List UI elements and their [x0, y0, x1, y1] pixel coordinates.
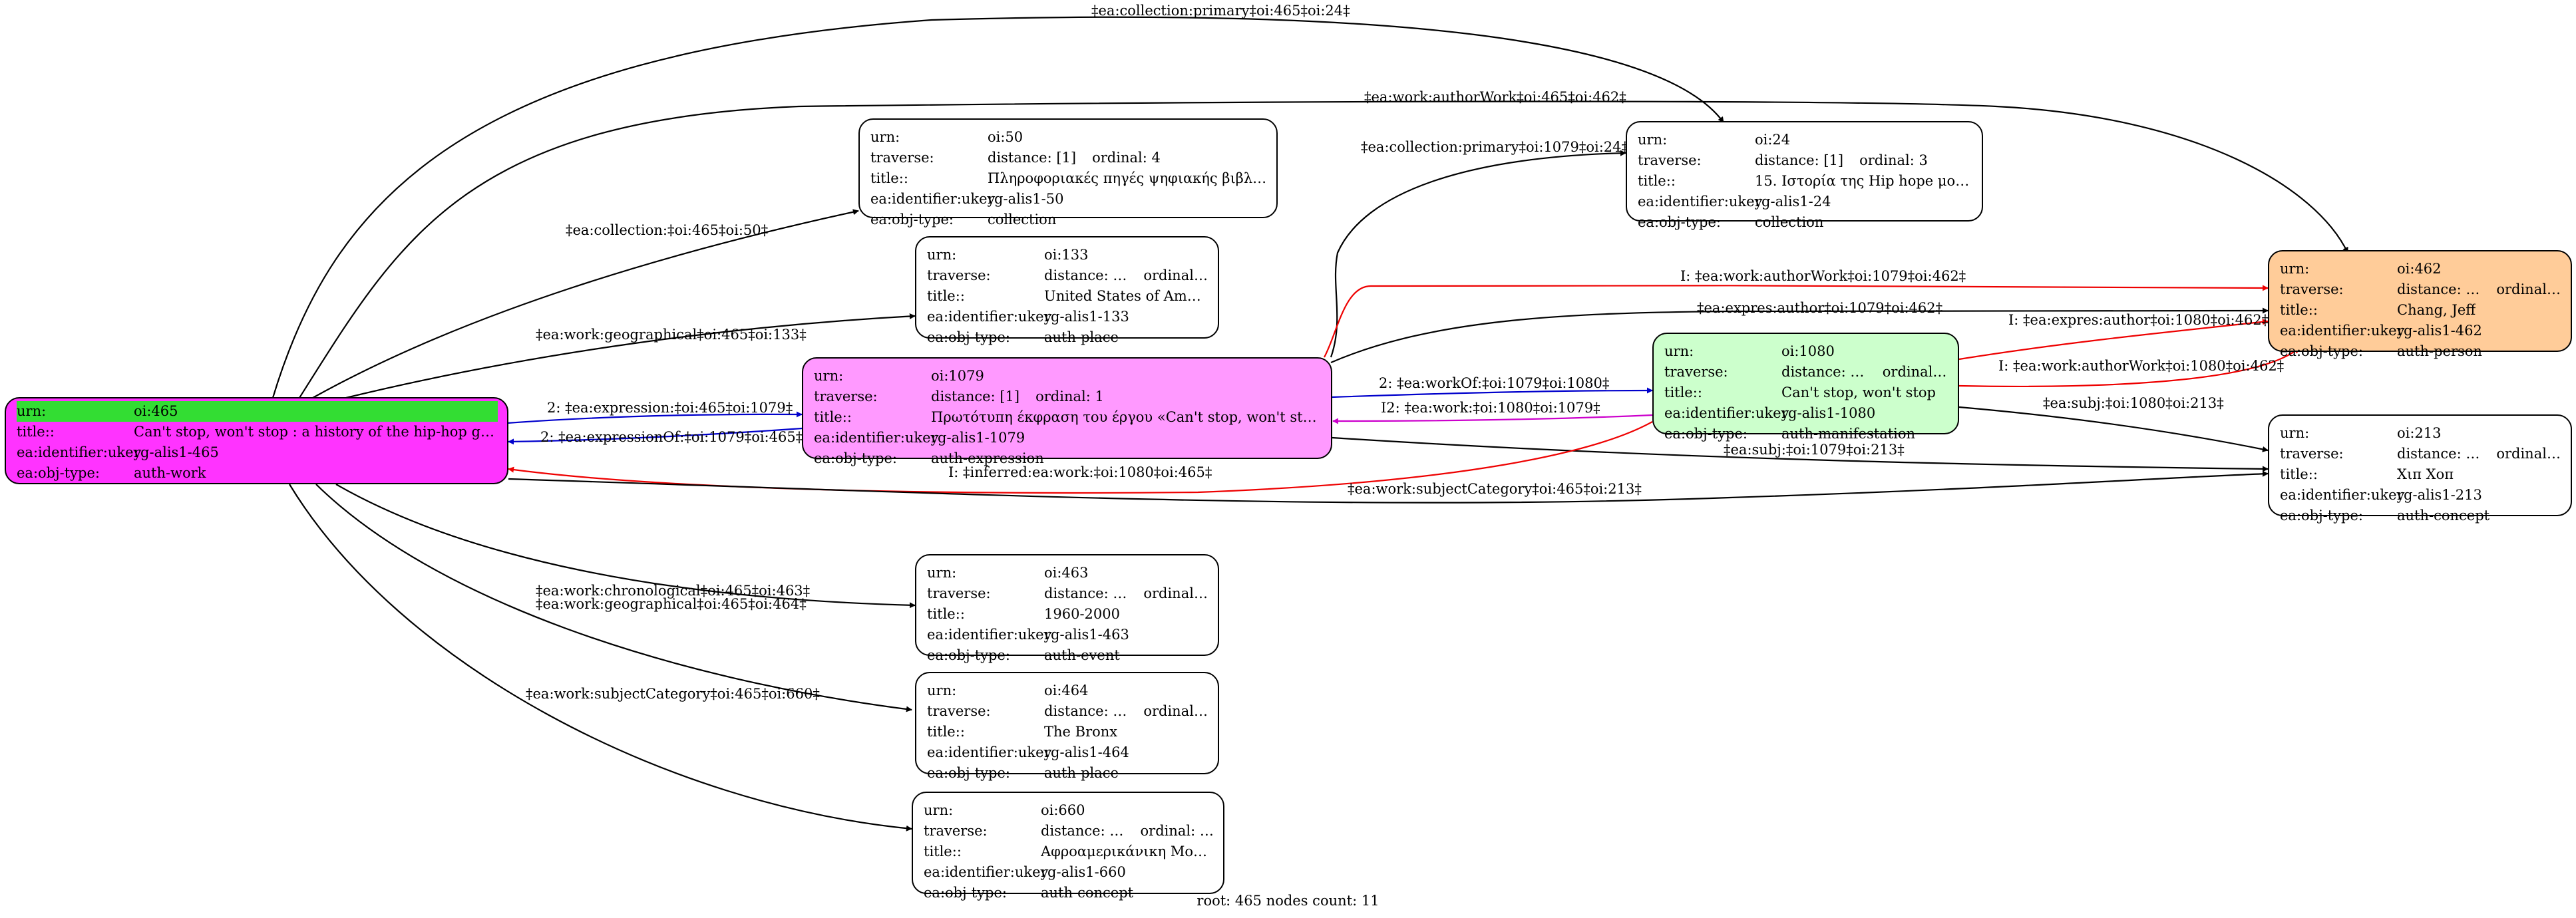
edge-label: ‡ea:expres:author‡oi:1079‡oi:462‡: [1697, 300, 1942, 316]
node-oi-660[interactable]: urn:oi:660 traverse:distance: [1]ordinal…: [912, 792, 1224, 901]
edge-authorwork-1079-462: I: ‡ea:work:authorWork‡oi:1079‡oi:462‡: [1324, 268, 2269, 358]
node-oi-1079[interactable]: urn:oi:1079 traverse:distance: [1]ordina…: [802, 357, 1332, 466]
node-oi-465[interactable]: urn:oi:465 title::Can't stop, won't stop…: [5, 397, 508, 484]
edge-geographical-465-133: ‡ea:work:geographical‡oi:465‡oi:133‡: [345, 313, 916, 399]
node-urn-row: urn:oi:465: [17, 401, 498, 422]
edge-authorwork-1080-462: I: ‡ea:work:authorWork‡oi:1080‡oi:462‡: [1958, 347, 2300, 388]
edge-work-1080-1079: I2: ‡ea:work:‡oi:1080‡oi:1079‡: [1332, 400, 1653, 424]
edge-collection-465-50: ‡ea:collection:‡oi:465‡oi:50‡: [312, 209, 859, 398]
edge-label: ‡ea:work:chronological‡oi:465‡oi:463‡: [536, 583, 810, 599]
edge-label: 2: ‡ea:workOf:‡oi:1079‡oi:1080‡: [1379, 375, 1609, 391]
edge-label: ‡ea:collection:‡oi:465‡oi:50‡: [566, 222, 768, 238]
node-oi-463[interactable]: urn:oi:463 traverse:distance: [1]ordinal…: [915, 554, 1219, 663]
edge-label: ‡ea:collection:primary‡oi:1079‡oi:24‡: [1361, 139, 1628, 155]
node-oi-1080[interactable]: urn:oi:1080 traverse:distance: [1]ordina…: [1652, 333, 1959, 442]
edge-inferred-work-1080-465: I: ‡inferred:ea:work:‡oi:1080‡oi:465‡: [508, 421, 1653, 494]
node-oi-464[interactable]: urn:oi:464 traverse:distance: [1]ordinal…: [915, 672, 1219, 781]
edge-label: 2: ‡ea:expressionOf:‡oi:1079‡oi:465‡: [540, 429, 803, 445]
edge-workof-1079-1080: 2: ‡ea:workOf:‡oi:1079‡oi:1080‡: [1332, 375, 1653, 398]
edge-label: I: ‡ea:work:authorWork‡oi:1079‡oi:462‡: [1680, 268, 1966, 284]
edge-geographical-465-464: ‡ea:work:geographical‡oi:465‡oi:464‡: [315, 484, 912, 712]
edge-collection-primary-465-24: ‡ea:collection:primary‡oi:465‡oi:24‡: [272, 3, 1724, 398]
edge-authorwork-465-462: ‡ea:work:authorWork‡oi:465‡oi:462‡: [299, 89, 2348, 398]
edge-label: ‡ea:work:subjectCategory‡oi:465‡oi:213‡: [1348, 481, 1642, 497]
graph-footer: root: 465 nodes count: 11: [1196, 893, 1380, 909]
edge-label: I2: ‡ea:work:‡oi:1080‡oi:1079‡: [1381, 400, 1600, 416]
edge-expression-465-1079: 2: ‡ea:expression:‡oi:465‡oi:1079‡: [506, 400, 803, 424]
edge-label: ‡ea:subj:‡oi:1079‡oi:213‡: [1724, 442, 1905, 458]
edge-label: ‡ea:work:authorWork‡oi:465‡oi:462‡: [1364, 89, 1626, 105]
node-oi-462[interactable]: urn:oi:462 traverse:distance: [1]ordinal…: [2268, 250, 2572, 359]
edge-expres-author-1080-462: I: ‡ea:expres:author‡oi:1080‡oi:462‡: [1958, 312, 2269, 361]
node-oi-24[interactable]: urn:oi:24 traverse:distance: [1]ordinal:…: [1626, 121, 1983, 230]
edge-subjectcategory-465-660: ‡ea:work:subjectCategory‡oi:465‡oi:660‡: [289, 484, 912, 832]
node-title-row: title::Can't stop, won't stop : a histor…: [17, 424, 498, 440]
edge-label: ‡ea:work:geographical‡oi:465‡oi:464‡: [536, 596, 807, 612]
edge-label: ‡ea:work:geographical‡oi:465‡oi:133‡: [536, 327, 807, 343]
edge-chronological-465-463: ‡ea:work:chronological‡oi:465‡oi:463‡: [335, 484, 916, 609]
node-oi-133[interactable]: urn:oi:133 traverse:distance: [1]ordinal…: [915, 236, 1219, 345]
edge-label: ‡ea:subj:‡oi:1080‡oi:213‡: [2043, 395, 2224, 411]
node-objtype-row: ea:obj-type:auth-work: [17, 465, 206, 481]
edge-label: I: ‡ea:expres:author‡oi:1080‡oi:462‡: [2008, 312, 2269, 328]
edge-subj-1079-213: ‡ea:subj:‡oi:1079‡oi:213‡: [1332, 436, 2269, 472]
edge-label: 2: ‡ea:expression:‡oi:465‡oi:1079‡: [547, 400, 793, 416]
edge-collection-primary-1079-24: ‡ea:collection:primary‡oi:1079‡oi:24‡: [1330, 139, 1628, 358]
edge-subjectcategory-465-213: ‡ea:work:subjectCategory‡oi:465‡oi:213‡: [508, 470, 2269, 504]
node-oi-50[interactable]: urn:oi:50 traverse:distance: [1]ordinal:…: [858, 118, 1278, 228]
edge-label: ‡ea:work:subjectCategory‡oi:465‡oi:660‡: [526, 686, 820, 702]
edge-label: I: ‡inferred:ea:work:‡oi:1080‡oi:465‡: [948, 464, 1212, 480]
node-oi-213[interactable]: urn:oi:213 traverse:distance: [1]ordinal…: [2268, 414, 2572, 524]
edge-subj-1080-213: ‡ea:subj:‡oi:1080‡oi:213‡: [1958, 395, 2269, 452]
edge-expressionof-1079-465: 2: ‡ea:expressionOf:‡oi:1079‡oi:465‡: [508, 427, 803, 445]
edge-label: ‡ea:collection:primary‡oi:465‡oi:24‡: [1091, 3, 1350, 19]
edge-label: I: ‡ea:work:authorWork‡oi:1080‡oi:462‡: [1998, 358, 2284, 374]
edge-expres-author-1079-462: ‡ea:expres:author‡oi:1079‡oi:462‡: [1330, 300, 2269, 364]
